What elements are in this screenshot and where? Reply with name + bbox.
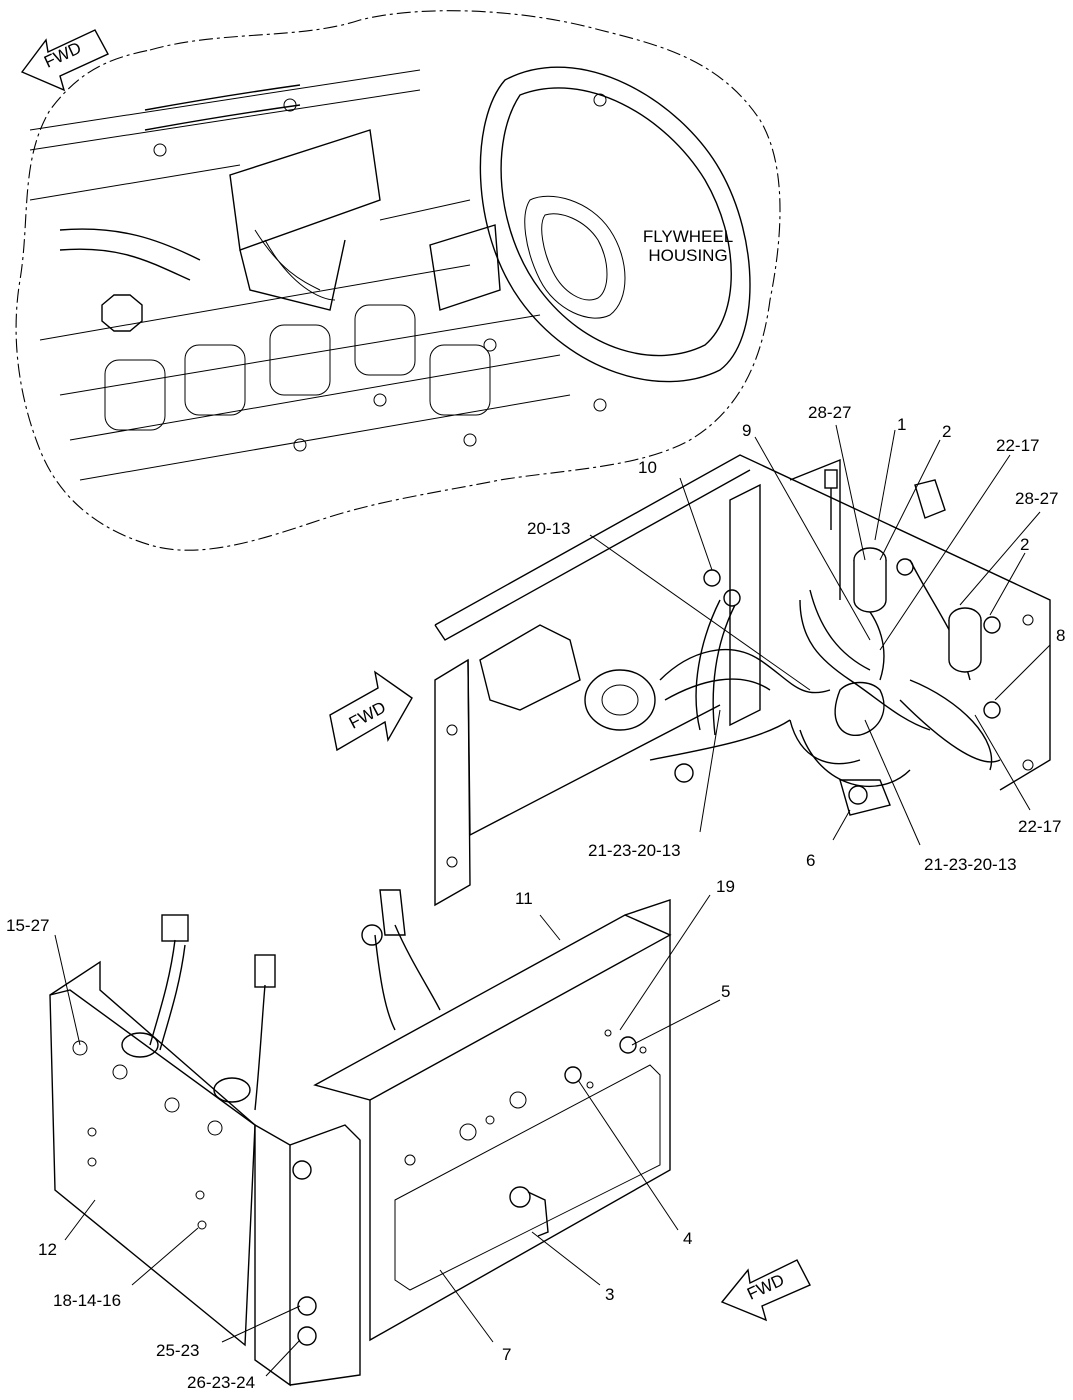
callout-18-14-16: 18-14-16 (53, 1291, 121, 1310)
callout-21-23-20-13-left: 21-23-20-13 (588, 841, 681, 860)
callout-7: 7 (502, 1345, 511, 1364)
callout-10: 10 (638, 458, 657, 477)
callout-20-13: 20-13 (527, 519, 570, 538)
callout-22-17-top: 22-17 (996, 436, 1039, 455)
control-assembly-view (434, 454, 1051, 907)
callout-15-27: 15-27 (6, 916, 49, 935)
callout-19: 19 (716, 877, 735, 896)
leader-lines (54, 424, 1051, 1377)
callout-12: 12 (38, 1240, 57, 1259)
callout-6: 6 (806, 851, 815, 870)
callout-2-right: 2 (1020, 535, 1029, 554)
callout-11: 11 (515, 889, 533, 908)
flywheel-housing-label-line2: HOUSING (648, 246, 727, 265)
callout-21-23-20-13-right: 21-23-20-13 (924, 855, 1017, 874)
callout-2-top: 2 (942, 422, 951, 441)
callout-28-27-right: 28-27 (1015, 489, 1058, 508)
callout-5: 5 (721, 982, 730, 1001)
callout-1: 1 (897, 415, 906, 434)
engine-detail-view (15, 10, 781, 551)
callout-8: 8 (1056, 626, 1065, 645)
callout-22-17-bottom: 22-17 (1018, 817, 1061, 836)
callout-25-23: 25-23 (156, 1341, 199, 1360)
callout-9: 9 (742, 421, 751, 440)
fwd-arrow-bottom: FWD (720, 1259, 811, 1322)
detail-boundary (15, 10, 781, 551)
fwd-arrow-top: FWD (20, 29, 109, 92)
enclosure-view (49, 889, 672, 1387)
flywheel-housing-label-line1: FLYWHEEL (643, 227, 733, 246)
callout-3: 3 (605, 1285, 614, 1304)
fwd-arrow-mid: FWD (329, 670, 413, 752)
callout-labels: 28-27 1 2 22-17 9 10 28-27 20-13 2 8 22-… (6, 403, 1065, 1392)
callout-4: 4 (683, 1229, 692, 1248)
callout-26-23-24: 26-23-24 (187, 1373, 255, 1392)
callout-28-27-top: 28-27 (808, 403, 851, 422)
